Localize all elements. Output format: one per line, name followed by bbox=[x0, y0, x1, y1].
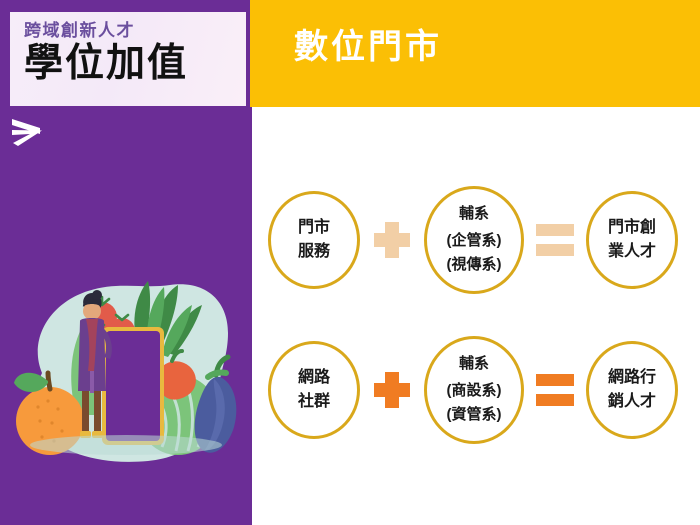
row2-term-a-line-2: 社群 bbox=[297, 393, 330, 410]
row2-term-b-line-3: (資管系) bbox=[446, 406, 502, 424]
row1-plus-operator bbox=[374, 222, 410, 258]
row1-result-line-2: 業人才 bbox=[607, 243, 656, 260]
row2-term-a-circle[interactable]: 網路 社群 bbox=[268, 341, 360, 439]
row1-equals-operator bbox=[536, 224, 574, 256]
title-kicker: 跨域創新人才 bbox=[24, 21, 135, 40]
title-main: 學位加值 bbox=[24, 41, 189, 85]
row2-term-b-circle[interactable]: 輔系 (商設系) (資管系) bbox=[424, 336, 524, 444]
page-title: 數位門市 bbox=[294, 28, 442, 66]
row1-term-b-line-3: (視傳系) bbox=[446, 256, 502, 274]
row2-result-line-2: 銷人才 bbox=[607, 393, 656, 410]
equals-icon bbox=[536, 374, 574, 406]
row1-term-b-line-1: 輔系 bbox=[458, 204, 489, 222]
row1-result-line-1: 門市創 bbox=[607, 219, 656, 236]
plus-icon bbox=[374, 372, 410, 408]
row1-term-b-circle[interactable]: 輔系 (企管系) (視傳系) bbox=[424, 186, 524, 294]
row1-term-b-line-2: (企管系) bbox=[446, 231, 502, 249]
row2-term-b-line-1: 輔系 bbox=[458, 354, 489, 372]
row2-term-b-line-2: (商設系) bbox=[446, 381, 502, 399]
row1-result-circle[interactable]: 門市創 業人才 bbox=[586, 191, 678, 289]
row2-result-circle[interactable]: 網路行 銷人才 bbox=[586, 341, 678, 439]
equation-row-1: 門市 服務 輔系 (企管系) (視傳系) bbox=[252, 180, 700, 300]
row2-plus-operator bbox=[374, 372, 410, 408]
header-bar: 數位門市 bbox=[250, 0, 700, 107]
vegetable-market-illustration bbox=[2, 255, 250, 485]
row1-term-a-line-2: 服務 bbox=[297, 243, 330, 260]
title-card: 跨域創新人才 學位加值 bbox=[10, 12, 246, 106]
equals-icon bbox=[536, 224, 574, 256]
row2-equals-operator bbox=[536, 374, 574, 406]
row2-term-a-line-1: 網路 bbox=[297, 369, 330, 386]
diagram-content: 門市 服務 輔系 (企管系) (視傳系) bbox=[252, 107, 700, 525]
row1-term-a-circle[interactable]: 門市 服務 bbox=[268, 191, 360, 289]
plus-icon bbox=[374, 222, 410, 258]
row1-term-a-line-1: 門市 bbox=[297, 219, 330, 236]
row2-result-line-1: 網路行 bbox=[607, 369, 656, 386]
equation-row-2: 網路 社群 輔系 (商設系) (資管系) bbox=[252, 330, 700, 450]
chevron-logo-icon bbox=[10, 118, 48, 148]
